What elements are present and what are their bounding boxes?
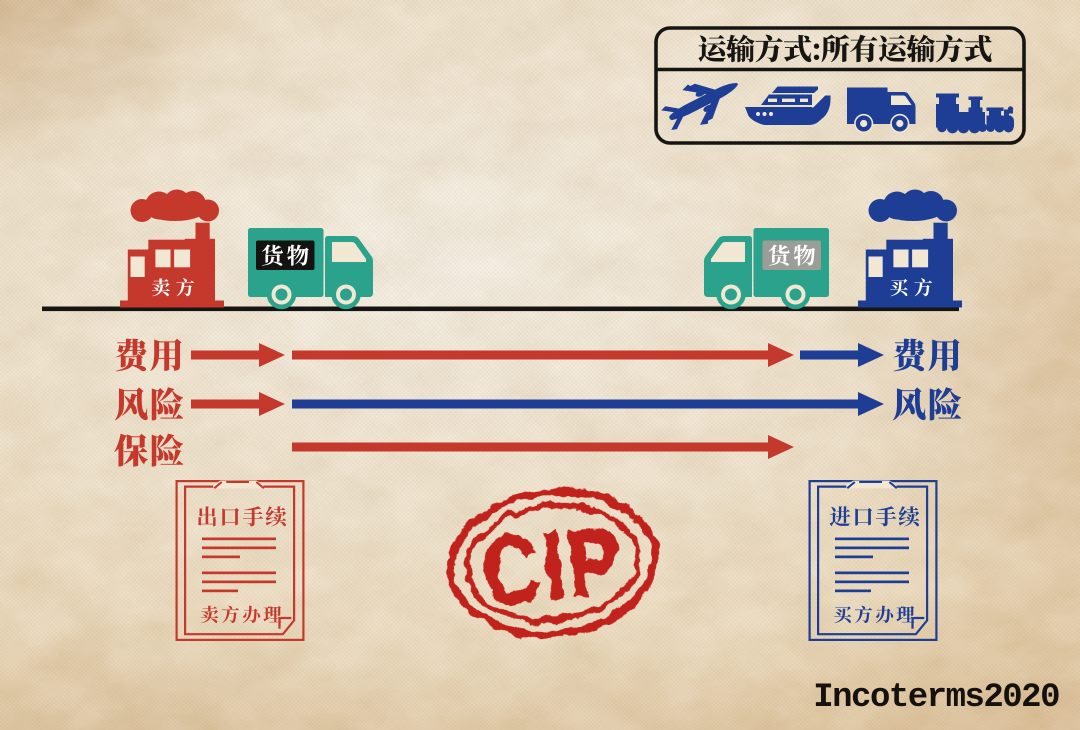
svg-text:CIP: CIP: [476, 505, 629, 627]
